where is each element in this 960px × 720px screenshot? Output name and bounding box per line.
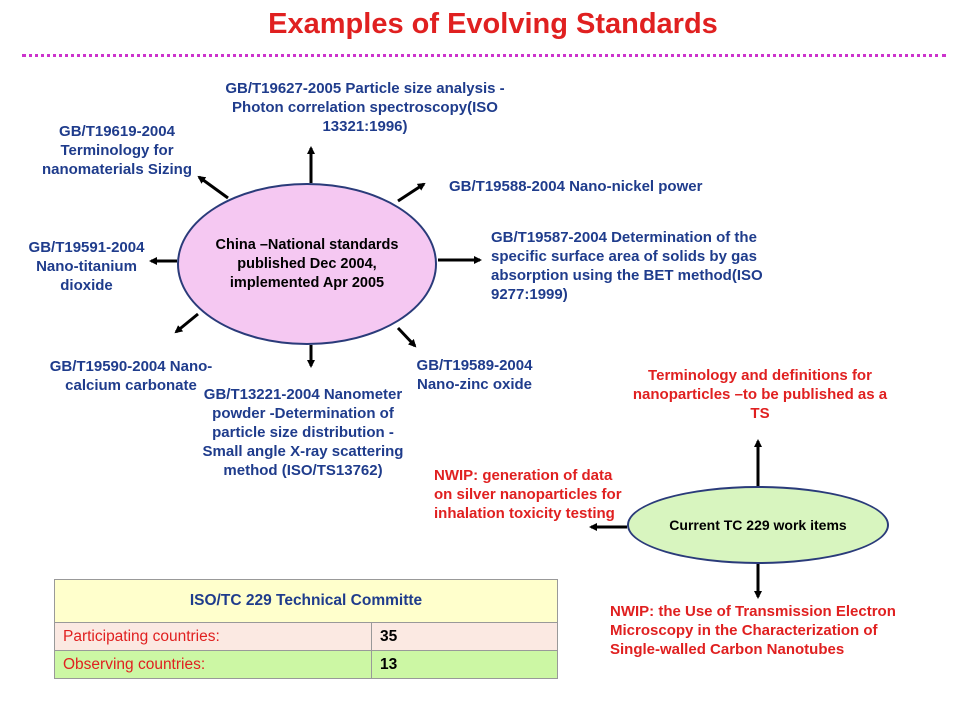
observing-value: 13 — [371, 650, 558, 679]
standard-gb-t13221: GB/T13221-2004 Nanometer powder -Determi… — [202, 386, 404, 479]
committee-heading: ISO/TC 229 Technical Committe — [54, 579, 558, 623]
arrow-bottom-right — [396, 326, 417, 348]
tc-item-silver-nanoparticles: NWIP: generation of data on silver nanop… — [434, 467, 622, 522]
committee-table: ISO/TC 229 Technical Committe Participat… — [54, 579, 558, 679]
title-divider — [22, 54, 946, 57]
standard-gb-t19590: GB/T19590-2004 Nano-calcium carbonate — [49, 358, 213, 394]
participating-label: Participating countries: — [54, 622, 372, 651]
standard-gb-t19589: GB/T19589-2004 Nano-zinc oxide — [416, 357, 533, 393]
arrow-top-left — [197, 175, 229, 200]
observing-label: Observing countries: — [54, 650, 372, 679]
table-row: Participating countries: 35 — [54, 622, 558, 651]
china-standards-node: China –National standards published Dec … — [177, 183, 437, 345]
standard-gb-t19627: GB/T19627-2005 Particle size analysis -P… — [225, 80, 505, 135]
standard-gb-t19588: GB/T19588-2004 Nano-nickel power — [449, 178, 703, 195]
tc-item-tem-nanotubes: NWIP: the Use of Transmission Electron M… — [610, 603, 896, 658]
table-row: Observing countries: 13 — [54, 650, 558, 679]
page-title: Examples of Evolving Standards — [268, 8, 718, 40]
tc229-work-items-node: Current TC 229 work items — [627, 486, 889, 564]
standard-gb-t19591: GB/T19591-2004 Nano-titanium dioxide — [28, 239, 145, 294]
arrow-bottom-left — [174, 312, 199, 334]
tc-item-terminology: Terminology and definitions for nanopart… — [632, 367, 888, 422]
standard-gb-t19587: GB/T19587-2004 Determination of the spec… — [491, 229, 763, 303]
standard-gb-t19619: GB/T19619-2004 Terminology for nanomater… — [41, 123, 193, 178]
participating-value: 35 — [371, 622, 558, 651]
arrow-top-right — [397, 182, 426, 203]
